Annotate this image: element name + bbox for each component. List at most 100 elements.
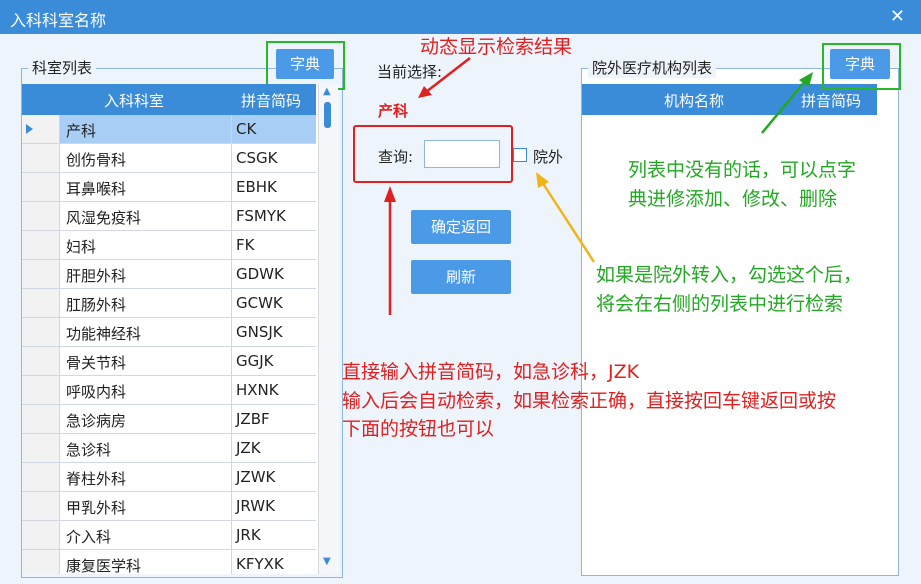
- department-cell[interactable]: 产科: [60, 115, 232, 143]
- annotation-outside-hint-1: 如果是院外转入，勾选这个后，: [596, 264, 863, 286]
- row-selector[interactable]: [22, 521, 60, 549]
- department-code: KFYXK: [236, 555, 284, 573]
- department-cell[interactable]: 介入科: [60, 521, 232, 549]
- outside-checkbox-label[interactable]: 院外: [533, 148, 564, 166]
- dict-button-right[interactable]: 字典: [830, 49, 890, 79]
- department-cell[interactable]: 呼吸内科: [60, 376, 232, 404]
- department-name: 功能神经科: [66, 325, 142, 343]
- table-row[interactable]: 肝胆外科 GDWK: [22, 260, 316, 289]
- column-header-department[interactable]: 入科科室: [104, 92, 165, 110]
- code-cell[interactable]: JZBF: [232, 405, 316, 433]
- row-selector[interactable]: [22, 318, 60, 346]
- refresh-button[interactable]: 刷新: [411, 260, 511, 294]
- code-cell[interactable]: GNSJK: [232, 318, 316, 346]
- department-cell[interactable]: 甲乳外科: [60, 492, 232, 520]
- column-header-institution[interactable]: 机构名称: [664, 92, 725, 110]
- department-cell[interactable]: 骨关节科: [60, 347, 232, 375]
- code-cell[interactable]: GDWK: [232, 260, 316, 288]
- department-cell[interactable]: 急诊科: [60, 434, 232, 462]
- scroll-down-icon[interactable]: ▼: [323, 556, 331, 567]
- table-row[interactable]: 创伤骨科 CSGK: [22, 144, 316, 173]
- code-cell[interactable]: KFYXK: [232, 550, 316, 574]
- code-cell[interactable]: FK: [232, 231, 316, 259]
- confirm-return-button[interactable]: 确定返回: [411, 210, 511, 244]
- code-cell[interactable]: CSGK: [232, 144, 316, 172]
- department-cell[interactable]: 脊柱外科: [60, 463, 232, 491]
- code-cell[interactable]: HXNK: [232, 376, 316, 404]
- annotation-input-hint-3: 下面的按钮也可以: [342, 418, 495, 440]
- row-selector[interactable]: [22, 202, 60, 230]
- annotation-input-hint-2: 输入后会自动检索，如果检索正确，直接按回车键返回或按: [342, 390, 837, 412]
- scrollbar-thumb[interactable]: [324, 102, 331, 128]
- code-cell[interactable]: JZK: [232, 434, 316, 462]
- department-cell[interactable]: 康复医学科: [60, 550, 232, 574]
- code-cell[interactable]: JRWK: [232, 492, 316, 520]
- annotation-dict-hint-2: 典进修添加、修改、删除: [628, 188, 838, 210]
- row-selector[interactable]: [22, 260, 60, 288]
- column-header-code[interactable]: 拼音简码: [241, 92, 302, 110]
- current-row-icon: [26, 124, 33, 134]
- department-cell[interactable]: 肛肠外科: [60, 289, 232, 317]
- row-selector[interactable]: [22, 144, 60, 172]
- department-name: 肝胆外科: [66, 267, 127, 285]
- department-cell[interactable]: 肝胆外科: [60, 260, 232, 288]
- code-cell[interactable]: EBHK: [232, 173, 316, 201]
- department-list-group: [21, 68, 343, 578]
- code-cell[interactable]: GCWK: [232, 289, 316, 317]
- row-selector[interactable]: [22, 173, 60, 201]
- annotation-input-hint-1: 直接输入拼音简码，如急诊科，JZK: [342, 361, 640, 383]
- code-cell[interactable]: JRK: [232, 521, 316, 549]
- table-row[interactable]: 呼吸内科 HXNK: [22, 376, 316, 405]
- table-row[interactable]: 功能神经科 GNSJK: [22, 318, 316, 347]
- department-code: JRK: [236, 526, 261, 544]
- department-cell[interactable]: 风湿免疫科: [60, 202, 232, 230]
- close-icon[interactable]: ✕: [889, 6, 905, 27]
- department-code: CK: [236, 120, 257, 138]
- code-cell[interactable]: CK: [232, 115, 316, 143]
- dict-button-left[interactable]: 字典: [276, 49, 334, 79]
- department-code: HXNK: [236, 381, 279, 399]
- row-selector[interactable]: [22, 231, 60, 259]
- department-code: JZK: [236, 439, 261, 457]
- department-code: FSMYK: [236, 207, 286, 225]
- department-cell[interactable]: 创伤骨科: [60, 144, 232, 172]
- code-cell[interactable]: FSMYK: [232, 202, 316, 230]
- current-selection-label: 当前选择:: [377, 63, 443, 81]
- department-name: 创伤骨科: [66, 151, 127, 169]
- department-cell[interactable]: 妇科: [60, 231, 232, 259]
- row-selector[interactable]: [22, 550, 60, 574]
- row-selector[interactable]: [22, 115, 60, 143]
- row-selector[interactable]: [22, 492, 60, 520]
- department-cell[interactable]: 急诊病房: [60, 405, 232, 433]
- query-input[interactable]: [424, 140, 500, 168]
- code-cell[interactable]: JZWK: [232, 463, 316, 491]
- row-selector[interactable]: [22, 434, 60, 462]
- department-code: GDWK: [236, 265, 284, 283]
- department-cell[interactable]: 耳鼻喉科: [60, 173, 232, 201]
- row-selector[interactable]: [22, 347, 60, 375]
- column-header-code-right[interactable]: 拼音简码: [801, 92, 862, 110]
- vertical-scrollbar[interactable]: ▲ ▼: [318, 84, 337, 574]
- department-cell[interactable]: 功能神经科: [60, 318, 232, 346]
- row-selector[interactable]: [22, 289, 60, 317]
- department-name: 呼吸内科: [66, 383, 127, 401]
- row-selector[interactable]: [22, 463, 60, 491]
- row-selector[interactable]: [22, 376, 60, 404]
- code-cell[interactable]: GGJK: [232, 347, 316, 375]
- scroll-up-icon[interactable]: ▲: [323, 86, 331, 97]
- row-selector[interactable]: [22, 405, 60, 433]
- outside-checkbox[interactable]: [513, 148, 527, 162]
